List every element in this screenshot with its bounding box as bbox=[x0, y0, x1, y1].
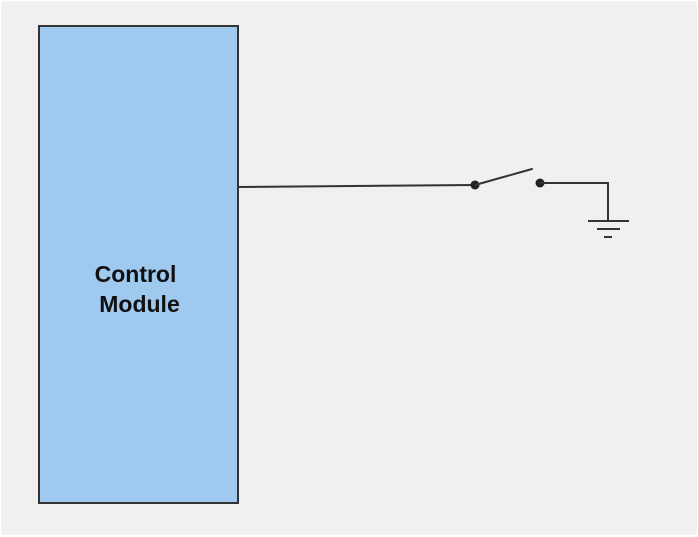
ground-icon bbox=[588, 220, 629, 238]
control-module-label: Control Module bbox=[40, 259, 237, 319]
control-module-box: Control Module bbox=[38, 25, 239, 504]
switch-lever bbox=[474, 168, 533, 186]
ground-wire bbox=[540, 182, 609, 220]
module-label-line2: Module bbox=[99, 291, 180, 317]
switch-icon bbox=[470, 168, 545, 190]
module-label-line1: Control bbox=[94, 261, 177, 287]
signal-wire bbox=[237, 184, 476, 188]
